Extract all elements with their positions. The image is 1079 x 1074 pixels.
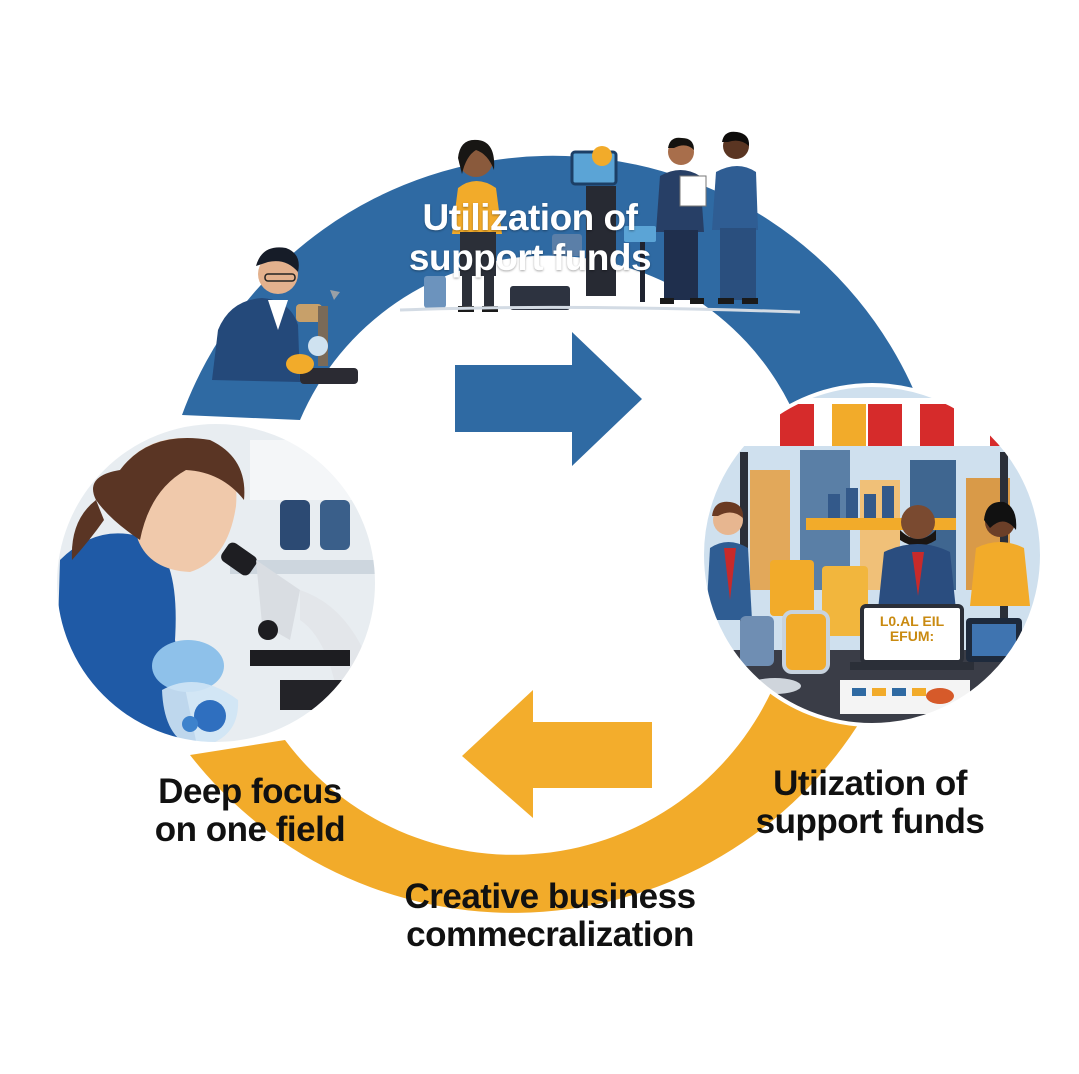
laptop-line-1: L0.AL EIL — [879, 613, 945, 629]
label-right-line-1: Utiization of — [773, 764, 967, 803]
label-right-line-2: support funds — [755, 801, 985, 841]
label-top-line-1: Utilization of — [422, 197, 638, 238]
label-left-deep-focus: Deep focus on one field — [120, 773, 380, 849]
market-people — [706, 501, 1030, 620]
laptop-screen-text: L0.AL EIL EFUM: — [868, 613, 956, 654]
arrow-right-icon — [455, 332, 642, 466]
right-photo-border — [700, 383, 1044, 727]
lab-worker-figure — [212, 247, 358, 384]
label-right-utilization: Utiization of support funds — [740, 765, 1000, 841]
label-left-line-2: on one field — [154, 809, 346, 849]
label-bottom-line-2: commecralization — [406, 914, 694, 954]
stall-awning — [702, 398, 1040, 446]
business-team-illustration — [212, 131, 801, 384]
businessmen-figures — [656, 131, 758, 304]
label-bottom-creative-business: Creative business commecralization — [370, 878, 730, 954]
left-photo-border — [51, 418, 381, 748]
label-top-utilization: Utilization of support funds — [380, 198, 680, 278]
arrow-left-icon — [462, 690, 652, 818]
laptop-line-2: EFUM: — [889, 628, 935, 645]
scientist-microscope-photo — [54, 421, 378, 745]
label-bottom-line-1: Creative business — [404, 877, 696, 916]
orange-arc — [190, 690, 870, 913]
label-top-line-2: support funds — [408, 236, 652, 278]
woman-figure — [452, 139, 502, 312]
label-left-line-1: Deep focus — [158, 772, 342, 811]
podium-screen — [424, 146, 656, 310]
